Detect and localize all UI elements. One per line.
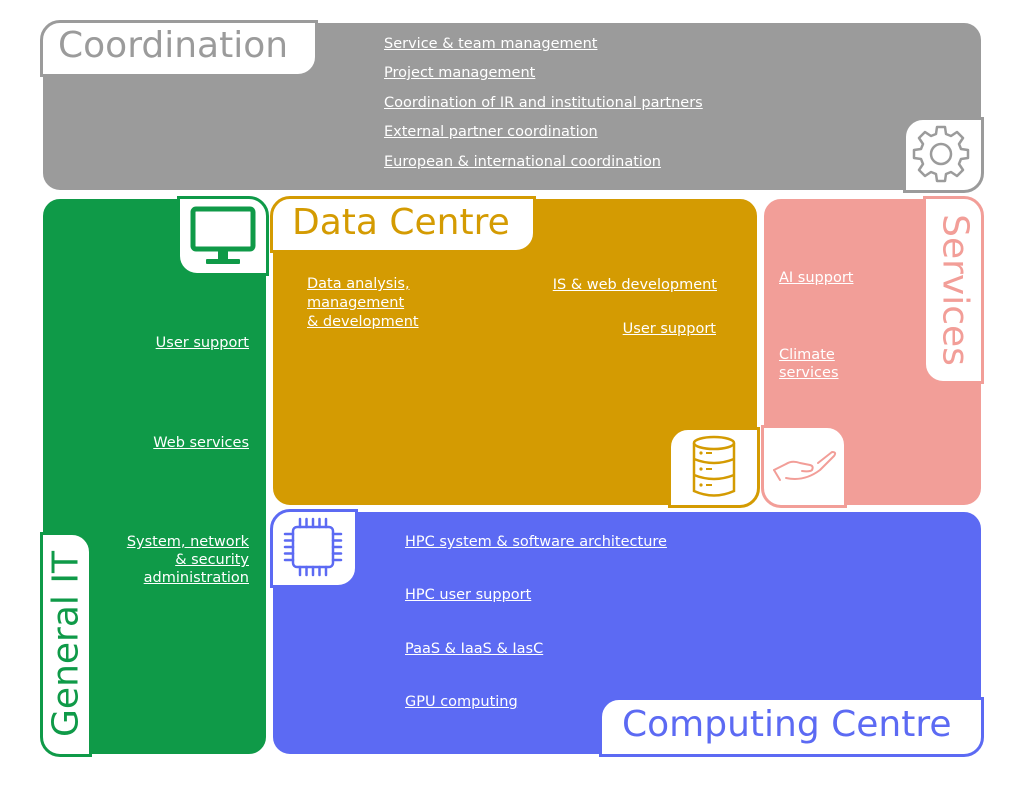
computing-centre-link-gpu-computing[interactable]: GPU computing (405, 694, 518, 710)
data-centre-link-is-web-development[interactable]: IS & web development (552, 277, 717, 293)
coordination-title-tab (40, 20, 318, 77)
computing-centre-title-tab (599, 697, 984, 757)
monitor-icon (190, 206, 256, 264)
coordination-link-team-management[interactable]: Service & team management (384, 36, 598, 52)
gear-icon (912, 125, 970, 183)
computing-centre-link-paas-iaas[interactable]: PaaS & IaaS & IasC (405, 641, 544, 657)
general-it-link-security[interactable]: & security (175, 552, 249, 568)
data-centre-link-development[interactable]: & development (307, 314, 419, 330)
computing-centre-link-hpc-user-support[interactable]: HPC user support (405, 587, 532, 603)
services-title-tab (923, 196, 984, 384)
data-centre-title: Data Centre (292, 202, 510, 243)
computing-centre-link-hpc-architecture[interactable]: HPC system & software architecture (405, 534, 667, 550)
general-it-link-user-support[interactable]: User support (155, 335, 249, 351)
coordination-link-ir-partners[interactable]: Coordination of IR and institutional par… (384, 95, 703, 111)
general-it-link-system-network[interactable]: System, network (126, 534, 249, 550)
data-centre-link-management[interactable]: management (307, 295, 405, 311)
general-it-link-administration[interactable]: administration (143, 570, 249, 586)
data-centre-link-user-support[interactable]: User support (622, 321, 716, 337)
general-it-link-web-services[interactable]: Web services (153, 435, 249, 451)
data-centre-link-data-analysis[interactable]: Data analysis, (307, 276, 410, 292)
chip-icon (283, 517, 343, 577)
hand-icon-tab (761, 425, 847, 508)
general-it-title-tab (40, 532, 92, 757)
coordination-link-international[interactable]: European & international coordination (384, 154, 662, 170)
services-link-climate[interactable]: Climate (779, 347, 835, 363)
services-link-climate-services[interactable]: services (779, 365, 839, 381)
data-centre-title-tab (270, 196, 536, 253)
computing-centre-title: Computing Centre (622, 704, 952, 745)
database-icon (692, 435, 736, 497)
coordination-link-external-partners[interactable]: External partner coordination (384, 124, 598, 140)
gear-icon-tab (903, 117, 984, 193)
coordination-link-project-management[interactable]: Project management (384, 65, 536, 81)
general-it-title: General IT (45, 551, 87, 737)
hand-icon (773, 451, 837, 481)
coordination-title: Coordination (58, 25, 289, 66)
services-link-ai-support[interactable]: AI support (779, 270, 854, 286)
services-title: Services (934, 214, 976, 366)
